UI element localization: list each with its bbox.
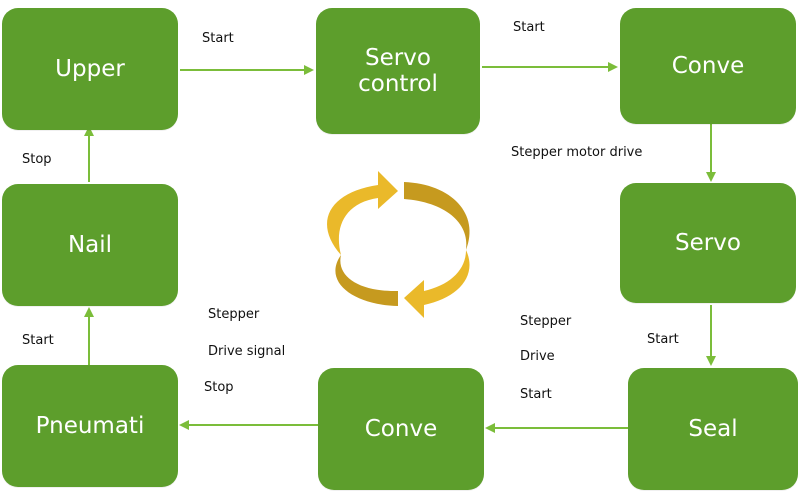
cycle-arrow-bottom-left: [335, 255, 398, 306]
cycle-arrow-top-left: [327, 171, 398, 255]
edge-label-conve-to-pneumati-line3: Stop: [204, 380, 234, 395]
cycle-arrow-bottom-right: [404, 250, 470, 318]
node-conve-top-label: Conve: [671, 52, 745, 79]
node-seal: Seal: [628, 368, 798, 490]
edge-label-conve-to-pneumati-line1: Stepper: [208, 307, 260, 322]
edge-label-servo-to-seal: Start: [647, 332, 679, 347]
edge-label-pneumati-to-nail: Start: [22, 333, 54, 348]
edge-label-conve-to-servo: Stepper motor drive: [511, 145, 643, 160]
node-nail-label: Nail: [67, 231, 113, 258]
node-conve-bottom-label: Conve: [364, 415, 438, 442]
node-servo: Servo: [620, 183, 796, 303]
edge-label-seal-to-conve-line2: Drive: [520, 349, 555, 364]
node-seal-label: Seal: [688, 415, 738, 442]
edge-label-nail-to-upper: Stop: [22, 152, 52, 167]
edge-label-servo-control-to-conve: Start: [513, 20, 545, 35]
node-servo-control: Servo control: [316, 8, 480, 134]
edge-label-seal-to-conve-line3: Start: [520, 387, 552, 402]
node-upper: Upper: [2, 8, 178, 130]
node-conve-top: Conve: [620, 8, 796, 124]
edge-label-upper-to-servo-control: Start: [202, 31, 234, 46]
node-pneumati: Pneumati: [2, 365, 178, 487]
node-upper-label: Upper: [55, 55, 125, 82]
node-servo-label: Servo: [675, 229, 741, 256]
edge-label-seal-to-conve-line1: Stepper: [520, 314, 572, 329]
node-conve-bottom: Conve: [318, 368, 484, 490]
node-pneumati-label: Pneumati: [35, 412, 145, 439]
edge-label-conve-to-pneumati-line2: Drive signal: [208, 344, 286, 359]
node-nail: Nail: [2, 184, 178, 306]
cycle-arrow-top-right: [404, 182, 470, 250]
node-servo-control-label: Servo control: [358, 44, 438, 97]
